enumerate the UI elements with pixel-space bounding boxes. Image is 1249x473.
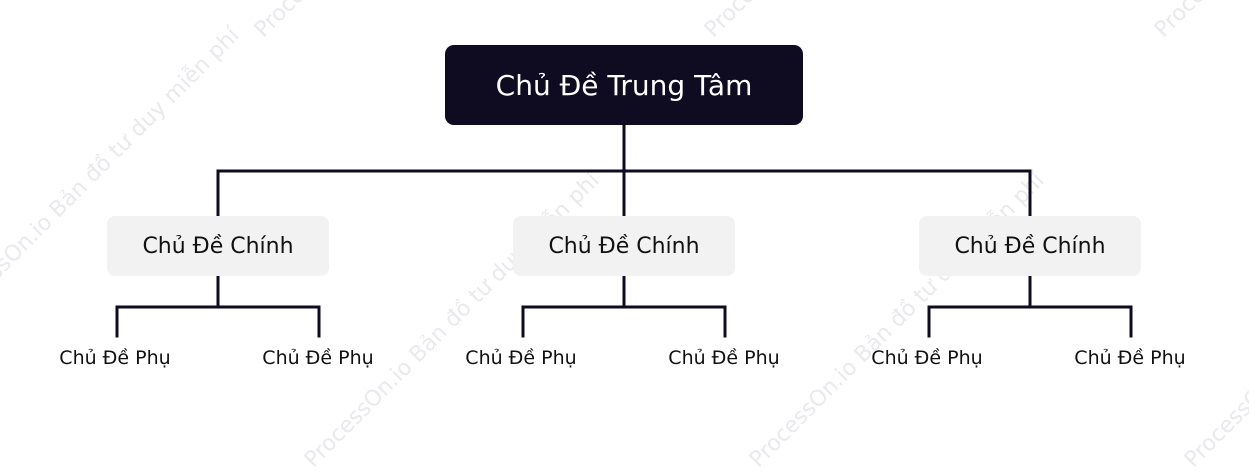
subtopic-label: Chủ Đề Phụ <box>1074 347 1186 369</box>
subtopic-label: Chủ Đề Phụ <box>59 347 171 369</box>
central-topic-label: Chủ Đề Trung Tâm <box>495 68 753 102</box>
main-topic-node-1[interactable]: Chủ Đề Chính <box>107 216 329 276</box>
watermark: ProcessOn.io Bản đồ tư duy miễn phí <box>0 23 245 328</box>
watermark: ProcessOn.io Bản đồ tư duy miễn phí <box>1180 168 1249 473</box>
watermark: ProcessOn.io Bản đồ tư duy miễn phí <box>700 0 1005 43</box>
main-topic-label: Chủ Đề Chính <box>142 233 294 259</box>
subtopic-node-1-1[interactable]: Chủ Đề Phụ <box>45 343 185 373</box>
central-topic-node[interactable]: Chủ Đề Trung Tâm <box>445 45 803 125</box>
subtopic-node-3-1[interactable]: Chủ Đề Phụ <box>857 343 997 373</box>
watermark: ProcessOn.io Bản đồ tư duy miễn phí <box>250 0 555 43</box>
subtopic-label: Chủ Đề Phụ <box>871 347 983 369</box>
main-topic-node-2[interactable]: Chủ Đề Chính <box>513 216 735 276</box>
subtopic-label: Chủ Đề Phụ <box>465 347 577 369</box>
main-topic-label: Chủ Đề Chính <box>548 233 700 259</box>
watermark: ProcessOn.io Bản đồ tư duy miễn phí <box>300 168 605 473</box>
main-topic-label: Chủ Đề Chính <box>954 233 1106 259</box>
watermark: ProcessOn.io Bản đồ tư duy miễn phí <box>1150 0 1249 43</box>
subtopic-node-3-2[interactable]: Chủ Đề Phụ <box>1060 343 1200 373</box>
watermark: ProcessOn.io Bản đồ tư duy miễn phí <box>745 168 1050 473</box>
subtopic-node-2-2[interactable]: Chủ Đề Phụ <box>654 343 794 373</box>
main-topic-node-3[interactable]: Chủ Đề Chính <box>919 216 1141 276</box>
subtopic-label: Chủ Đề Phụ <box>262 347 374 369</box>
subtopic-node-1-2[interactable]: Chủ Đề Phụ <box>248 343 388 373</box>
subtopic-label: Chủ Đề Phụ <box>668 347 780 369</box>
subtopic-node-2-1[interactable]: Chủ Đề Phụ <box>451 343 591 373</box>
